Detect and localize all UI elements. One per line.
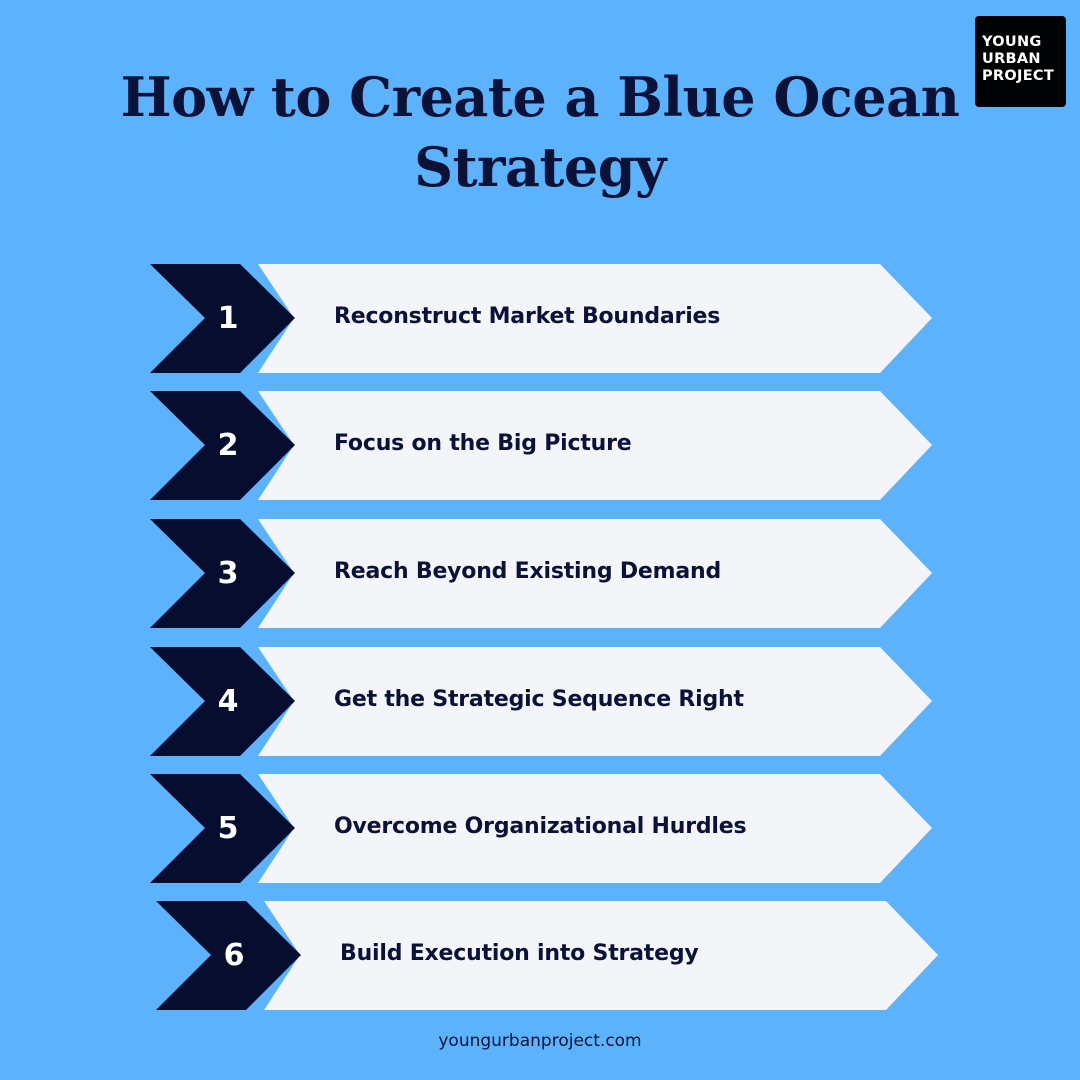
step-row: 4 Get the Strategic Sequence Right [150, 647, 940, 757]
website-link[interactable]: youngurbanproject.com [438, 1031, 642, 1051]
step-label: Overcome Organizational Hurdles [334, 814, 747, 839]
step-row: 6 Build Execution into Strategy [156, 901, 946, 1011]
step-row: 2 Focus on the Big Picture [150, 391, 940, 501]
chevron-arrow-shape [150, 391, 932, 500]
step-label: Get the Strategic Sequence Right [334, 687, 744, 712]
logo-line: URBAN [982, 51, 1041, 67]
logo-line: PROJECT [982, 68, 1055, 84]
chevron-arrow-shape [150, 647, 932, 756]
page-title: How to Create a Blue Ocean Strategy [0, 62, 1080, 202]
title-line-2: Strategy [414, 135, 666, 199]
step-row: 3 Reach Beyond Existing Demand [150, 519, 940, 629]
chevron-arrow-shape [150, 774, 932, 883]
step-number: 3 [217, 556, 239, 591]
chevron-arrow-shape [150, 519, 932, 628]
chevron-arrow-shape [150, 264, 932, 373]
title-line-1: How to Create a Blue Ocean [120, 65, 960, 129]
logo-line: YOUNG [982, 34, 1042, 50]
step-number: 5 [217, 811, 239, 846]
step-number: 6 [223, 938, 245, 973]
step-label: Build Execution into Strategy [340, 941, 699, 966]
step-label: Focus on the Big Picture [334, 431, 632, 456]
step-row: 5 Overcome Organizational Hurdles [150, 774, 940, 884]
step-row: 1 Reconstruct Market Boundaries [150, 264, 940, 374]
brand-logo: YOUNG URBAN PROJECT [975, 16, 1066, 107]
step-label: Reconstruct Market Boundaries [334, 304, 721, 329]
step-number: 4 [217, 684, 239, 719]
step-number: 1 [217, 301, 239, 336]
chevron-arrow-shape [156, 901, 938, 1010]
step-label: Reach Beyond Existing Demand [334, 559, 722, 584]
step-number: 2 [217, 428, 239, 463]
